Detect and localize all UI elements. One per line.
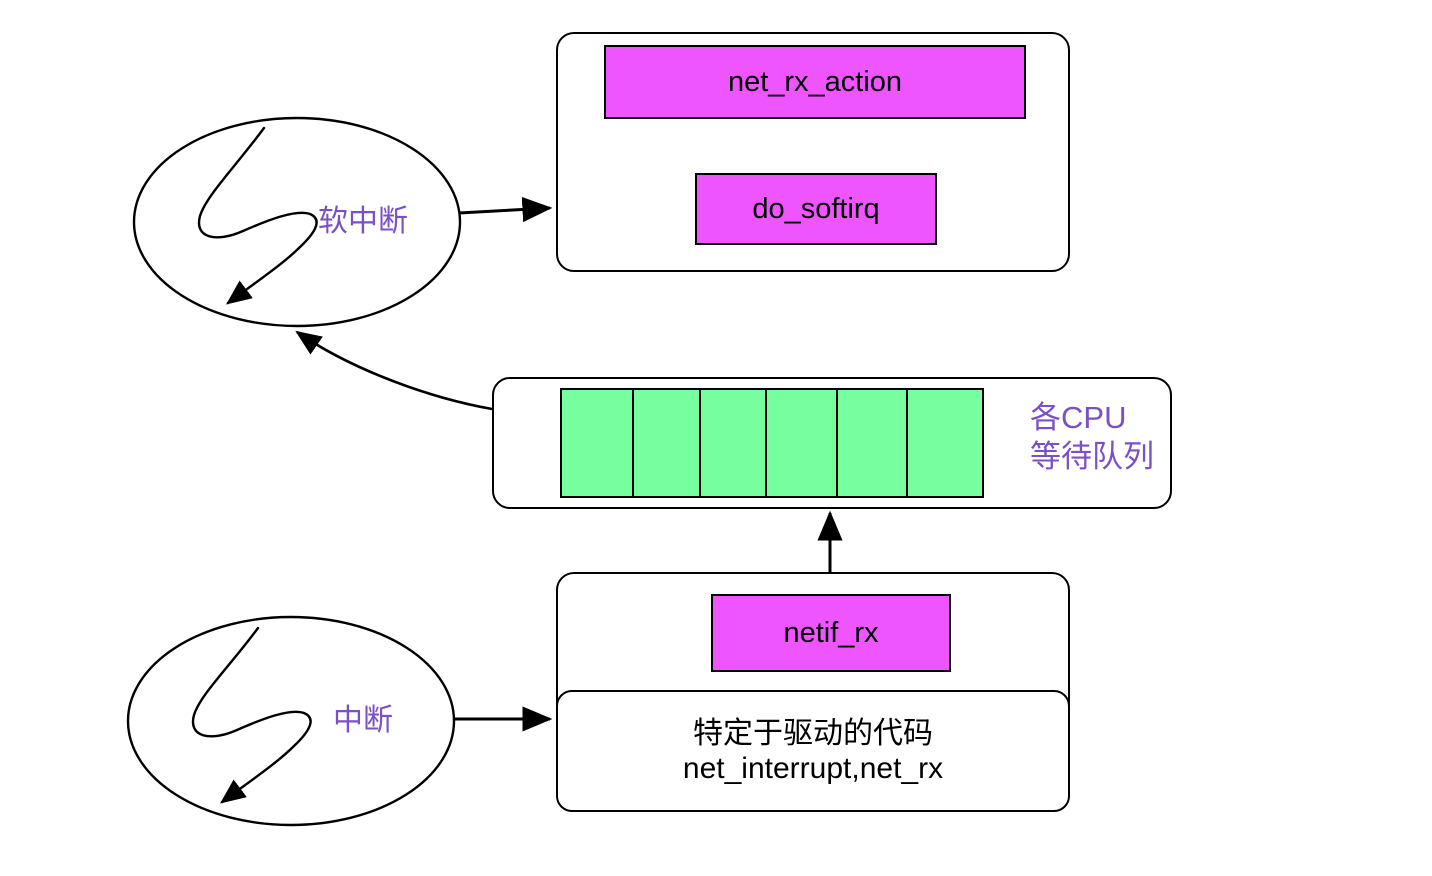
cpu-queue-strip [560,388,984,498]
softirq-squiggle-icon [197,126,318,305]
do-softirq-label: do_softirq [752,192,880,225]
queue-cell[interactable] [631,388,702,498]
queue-cell[interactable] [699,388,767,498]
cpu-queue-label-line1: 各CPU [1030,400,1127,435]
softirq-ellipse[interactable] [132,116,462,328]
do-softirq-box[interactable]: do_softirq [695,173,937,245]
queue-cell[interactable] [764,388,839,498]
interrupt-label-text: 中断 [333,704,393,737]
net-rx-action-label: net_rx_action [727,65,903,98]
netif-rx-label: netif_rx [783,616,879,649]
queue-cell[interactable] [905,388,984,498]
netif-rx-box[interactable]: netif_rx [711,594,951,672]
cpu-queue-label-line2: 等待队列 [1030,439,1154,475]
arrow-queue-to-softirq-ellipse [295,330,493,411]
interrupt-squiggle-icon [191,626,312,804]
cpu-queue-label: 各CPU 等待队列 [1030,398,1154,476]
softirq-ellipse-label: 软中断 [318,196,408,240]
queue-cell[interactable] [836,388,908,498]
interrupt-ellipse-label: 中断 [333,695,393,739]
softirq-label-text: 软中断 [318,205,408,238]
queue-cell[interactable] [560,388,634,498]
driver-code-box[interactable]: 特定于驱动的代码 net_interrupt,net_rx [556,690,1070,812]
net-rx-action-box[interactable]: net_rx_action [604,45,1026,119]
driver-code-line1: 特定于驱动的代码 [693,716,933,750]
driver-code-line2: net_interrupt,net_rx [682,752,944,785]
interrupt-ellipse[interactable] [126,615,456,827]
arrow-softirq-to-container [458,196,553,223]
